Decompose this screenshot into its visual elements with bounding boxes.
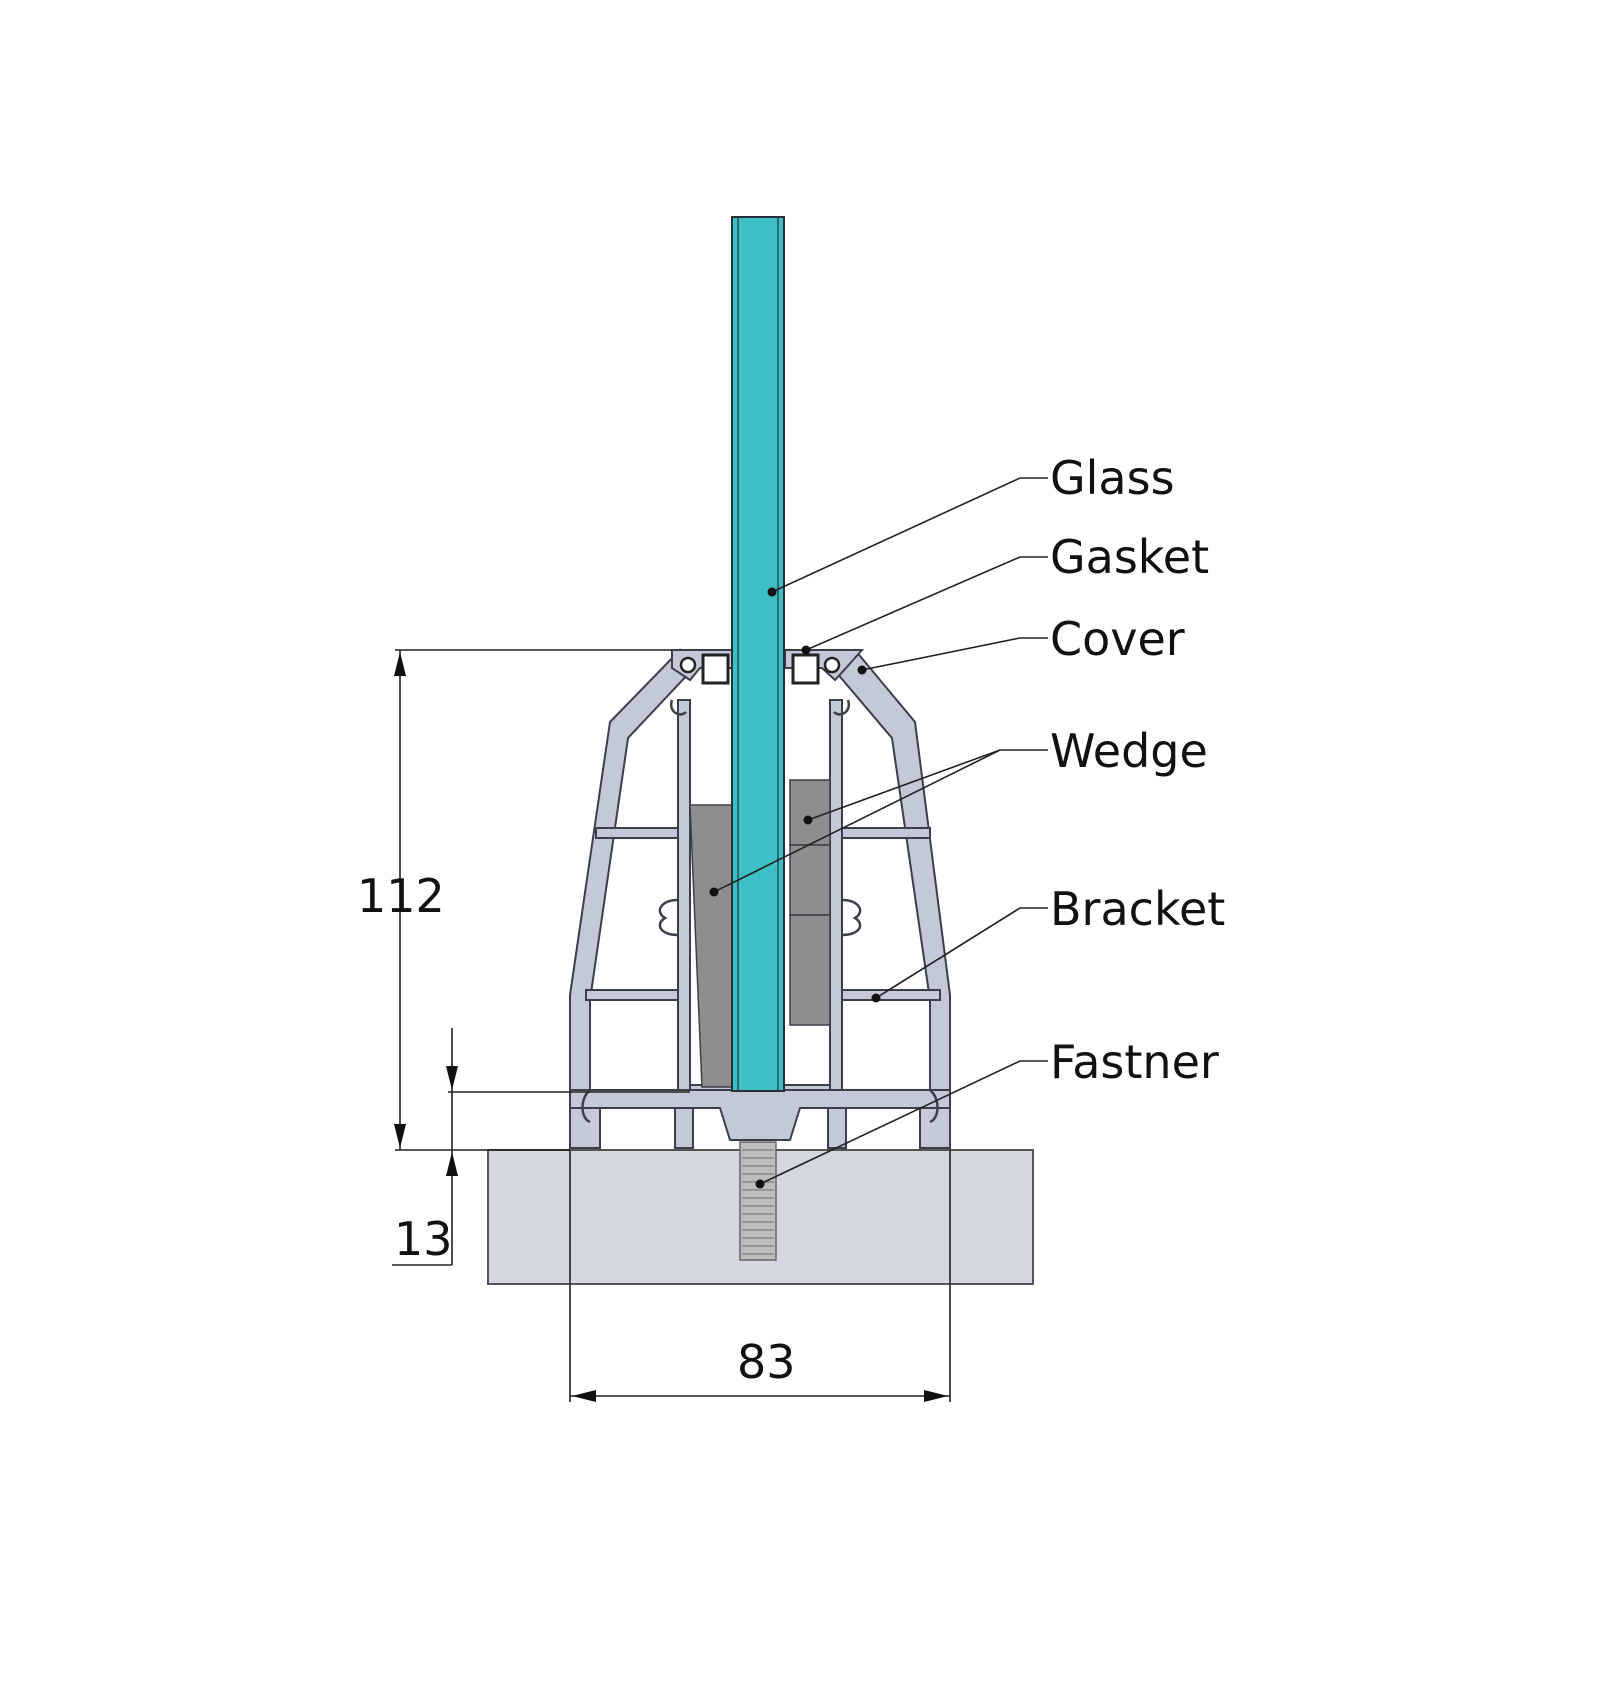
- label-cover: Cover: [1050, 612, 1185, 666]
- dimension-height-value: 112: [357, 869, 445, 923]
- label-gasket: Gasket: [1050, 530, 1209, 584]
- leaders: [709, 477, 1048, 1189]
- label-glass: Glass: [1050, 451, 1175, 505]
- fastener: [739, 1141, 777, 1261]
- wedges: [689, 779, 831, 1088]
- label-wedge: Wedge: [1050, 724, 1208, 778]
- label-bracket: Bracket: [1050, 882, 1225, 936]
- glass-panel: [731, 216, 785, 1092]
- dimension-embed: [392, 1028, 690, 1266]
- dimension-embed-value: 13: [394, 1212, 453, 1266]
- dimension-height: [394, 649, 672, 1151]
- dimension-width: [569, 1150, 951, 1402]
- dimension-width-value: 83: [737, 1335, 796, 1389]
- label-fastner: Fastner: [1050, 1035, 1219, 1089]
- gaskets: [679, 653, 841, 685]
